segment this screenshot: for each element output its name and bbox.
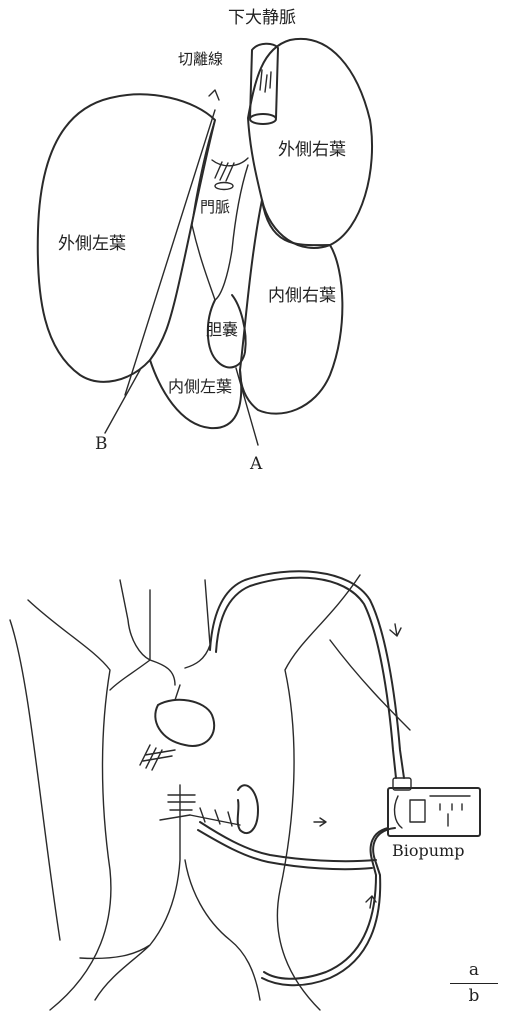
gallbladder-label: 胆嚢 bbox=[206, 322, 238, 338]
right-lateral-lobe-label: 外側右葉 bbox=[278, 142, 346, 159]
panel-index-divider bbox=[450, 983, 498, 984]
biopump-device bbox=[388, 788, 480, 836]
panel-index-top: a bbox=[450, 960, 498, 980]
marker-b: B bbox=[95, 436, 108, 453]
tubing-return bbox=[262, 828, 395, 985]
left-lateral-lobe-label: 外側左葉 bbox=[58, 236, 126, 253]
heart-outline bbox=[155, 700, 214, 746]
biopump-details bbox=[395, 796, 470, 828]
lower-trunk bbox=[80, 785, 260, 1000]
portal-vein-vessel bbox=[212, 158, 248, 181]
cut-line-arrow bbox=[125, 110, 215, 395]
body-outline-left-outer bbox=[10, 620, 60, 940]
tubing-return-inner bbox=[264, 828, 388, 979]
right-medial-lobe-label: 内側右葉 bbox=[268, 288, 336, 305]
clamp-lower bbox=[160, 795, 195, 820]
portal-vein-label: 門脈 bbox=[200, 200, 230, 215]
marker-a: A bbox=[250, 456, 262, 473]
bypass-circuit-diagram: Biopump bbox=[0, 560, 512, 1014]
body-outline-right-outer bbox=[330, 640, 410, 730]
panel-index: a b bbox=[450, 960, 498, 1006]
cut-line-arrowhead bbox=[209, 90, 219, 100]
flow-arrow-mid bbox=[314, 818, 326, 826]
bypass-drawing bbox=[0, 560, 512, 1014]
clamp-upper bbox=[140, 745, 175, 770]
flow-arrow-top bbox=[390, 624, 401, 636]
ivc-label: 下大静脈 bbox=[228, 10, 296, 27]
body-outline-left bbox=[28, 600, 111, 1010]
tubing-top bbox=[210, 571, 404, 778]
left-medial-lobe-label: 内側左葉 bbox=[168, 379, 232, 395]
spleen-outline bbox=[238, 785, 258, 833]
tubing-top-inner bbox=[216, 578, 396, 778]
liver-lobe-diagram: 下大静脈 切離線 外側右葉 門脈 外側左葉 内側右葉 胆嚢 内側左葉 B A bbox=[0, 0, 512, 490]
body-outline-right bbox=[277, 575, 360, 1010]
portal-vein-end bbox=[215, 183, 233, 190]
biopump-label: Biopump bbox=[392, 843, 464, 859]
ivc-vessel bbox=[250, 44, 278, 118]
cut-line-label: 切離線 bbox=[178, 52, 223, 67]
panel-index-bottom: b bbox=[450, 986, 498, 1006]
upper-vessels bbox=[110, 580, 210, 700]
ivc-end bbox=[250, 114, 276, 124]
splenic-vessels bbox=[190, 808, 240, 826]
right-medial-lobe-outline bbox=[240, 200, 342, 414]
ivc-hatching bbox=[260, 70, 271, 92]
